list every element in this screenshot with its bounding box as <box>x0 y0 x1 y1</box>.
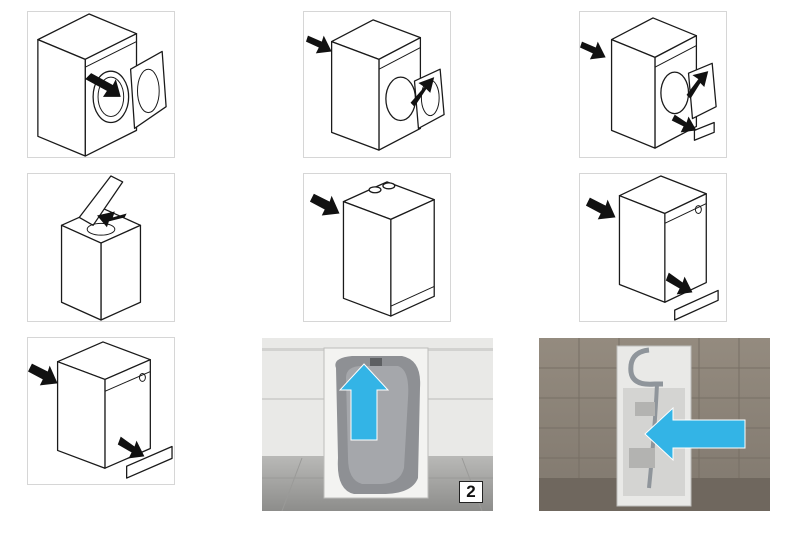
front-loader-rear-arrow-illustration <box>303 11 451 158</box>
black-arrow-icon <box>97 211 127 228</box>
black-arrow-icon <box>305 35 332 54</box>
top-loader-lid-open-illustration <box>27 173 175 322</box>
front-loader-kickplate-illustration <box>579 173 727 322</box>
black-arrow-icon <box>309 193 340 216</box>
black-arrow-icon <box>671 114 697 133</box>
dryer-rear-photo: 2 <box>262 338 493 511</box>
dryer-cabinet-rear-arrow-illustration <box>303 173 451 322</box>
front-loader-kickplate-side-illustration <box>27 337 175 485</box>
black-arrow-icon <box>665 272 693 295</box>
black-arrow-icon <box>686 71 709 99</box>
black-arrow-icon <box>410 77 435 107</box>
blue-arrow-icon <box>338 363 390 441</box>
front-loader-door-open-illustration <box>27 11 175 158</box>
black-arrow-icon <box>85 73 121 97</box>
black-arrow-icon <box>28 363 58 386</box>
black-arrow-icon <box>117 436 145 459</box>
black-arrow-icon <box>580 41 606 60</box>
black-arrow-icon <box>585 197 616 220</box>
front-loader-rear-and-drawer-illustration <box>579 11 727 158</box>
washer-rear-photo <box>539 338 770 511</box>
blue-arrow-icon <box>644 406 746 462</box>
step-number-badge: 2 <box>459 481 483 503</box>
